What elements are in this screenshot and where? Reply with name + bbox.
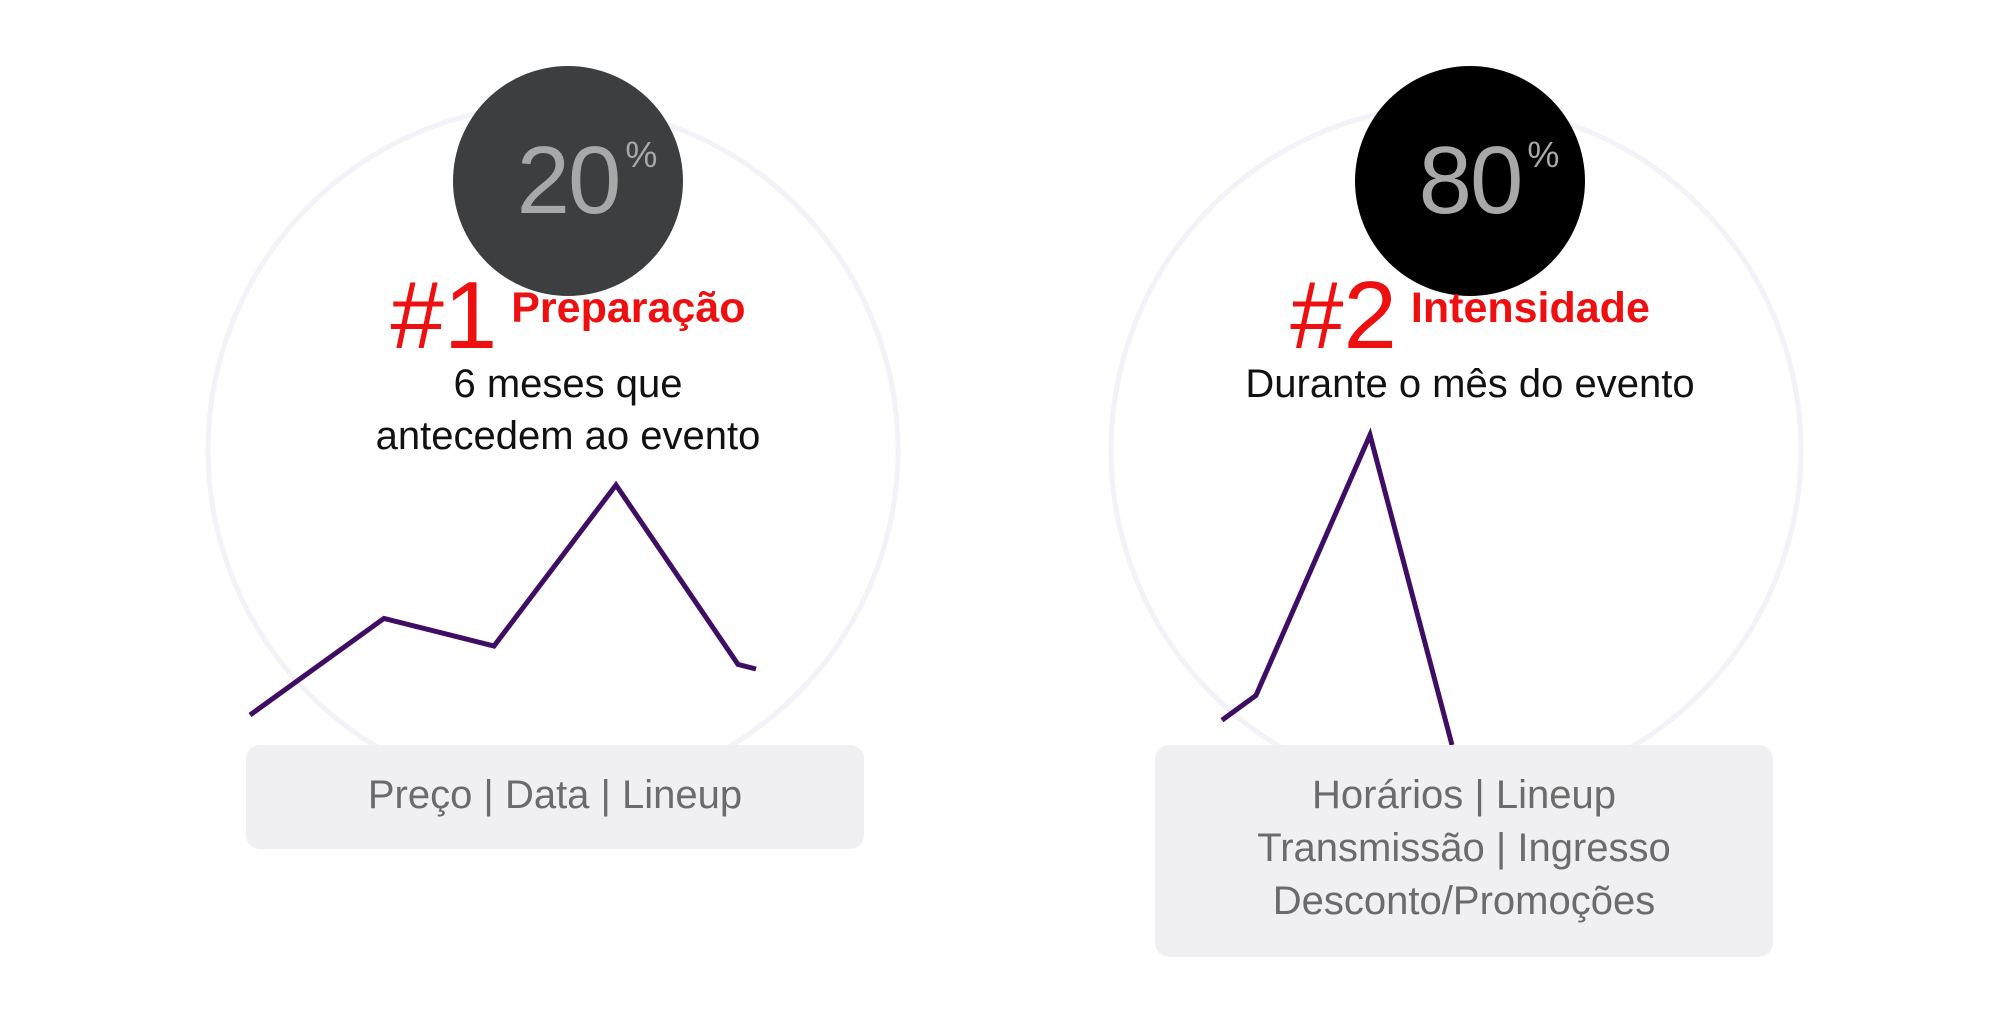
phase-2-number: #2 [1290,262,1397,369]
phase-2-description: Durante o mês do evento [1120,358,1820,410]
phase-1-description-line: antecedem ao evento [375,414,761,458]
phase-2-tags: Horários | Lineup Transmissão | Ingresso… [1155,745,1773,957]
phase-2-trend-line [1220,427,1455,746]
phase-1-trend-line [248,480,757,718]
phase-2-description-line: Durante o mês do evento [1245,362,1695,406]
phase-2-percent-value: 80 [1418,127,1524,234]
phase-2-tag-line: Desconto/Promoções [1272,879,1656,923]
phase-1-percent-sign: % [625,134,657,175]
phase-1-percent-value: 20 [516,127,622,234]
phase-2-tag-line: Transmissão | Ingresso [1257,826,1671,870]
phase-1-description: 6 meses que antecedem ao evento [218,358,918,462]
phase-2-tag-line: Horários | Lineup [1312,773,1616,817]
phase-1-number: #1 [390,262,498,369]
phase-2-percent: 80% [1419,133,1560,229]
phase-2-percent-sign: % [1527,134,1559,175]
phase-1-percent: 20% [517,133,658,229]
phase-1-percent-badge: 20% [453,66,683,296]
phase-1-tags: Preço | Data | Lineup [246,745,864,849]
phase-2-title: Intensidade [1410,284,1650,333]
phase-1-title: Preparação [511,284,746,333]
phase-2-percent-badge: 80% [1355,66,1585,296]
phase-1-description-line: 6 meses que [453,362,683,406]
phase-1-tag-line: Preço | Data | Lineup [367,773,743,817]
